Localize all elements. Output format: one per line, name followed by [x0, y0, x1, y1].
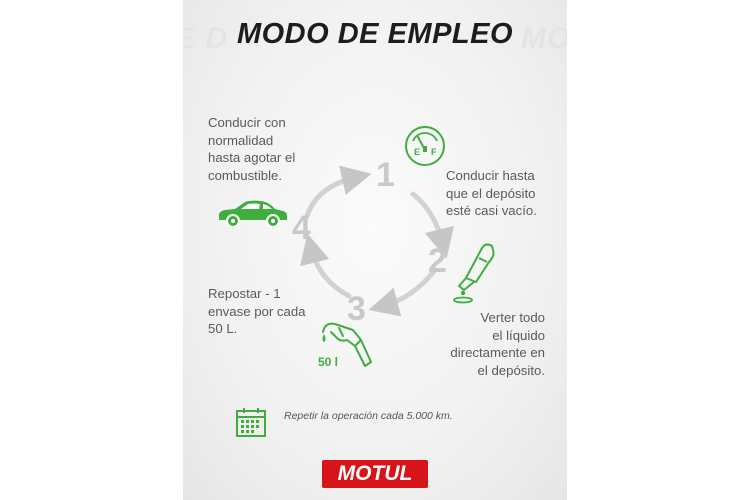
fuel-nozzle-icon: 50 l	[318, 322, 372, 369]
step-3-number: 3	[347, 290, 366, 328]
step-1-number: 1	[376, 156, 395, 194]
brand-name: MOTUL	[337, 462, 413, 485]
repeat-interval-text: Repetir la operación cada 5.000 km.	[284, 410, 453, 422]
arrow-2-to-3	[368, 267, 438, 317]
step-3-text: Repostar - 1 envase por cada 50 L.	[208, 286, 306, 336]
step-4-text: Conducir con normalidad hasta agotar el …	[208, 115, 296, 183]
step-1-text: Conducir hasta que el depósito esté casi…	[446, 168, 537, 218]
background-ghost-text: E D	[183, 22, 229, 55]
arrow-1-to-2	[410, 191, 454, 259]
background-ghost-text: MO	[521, 22, 567, 55]
arrow-4-to-1	[304, 165, 372, 219]
pump-volume-label: 50 l	[318, 355, 338, 369]
gauge-label-f: F	[431, 147, 437, 157]
step-2-text: Verter todo el líquido directamente en e…	[450, 310, 545, 378]
gauge-label-e: E	[414, 147, 420, 157]
page-title: MODO DE EMPLEO	[236, 18, 514, 50]
car-icon	[219, 200, 287, 228]
bottle-icon	[453, 243, 495, 304]
step-2-number: 2	[428, 242, 447, 280]
motul-logo: MOTUL	[322, 460, 428, 488]
calendar-icon	[236, 408, 266, 437]
cycle-arrows	[300, 165, 454, 317]
arrow-3-to-4	[300, 233, 352, 299]
fuel-gauge-icon: E F	[405, 126, 445, 166]
instruction-card: E D MO MODO DE EMPLEO 1 2 3 4 Conducir h…	[183, 0, 567, 500]
step-4-number: 4	[292, 209, 311, 247]
